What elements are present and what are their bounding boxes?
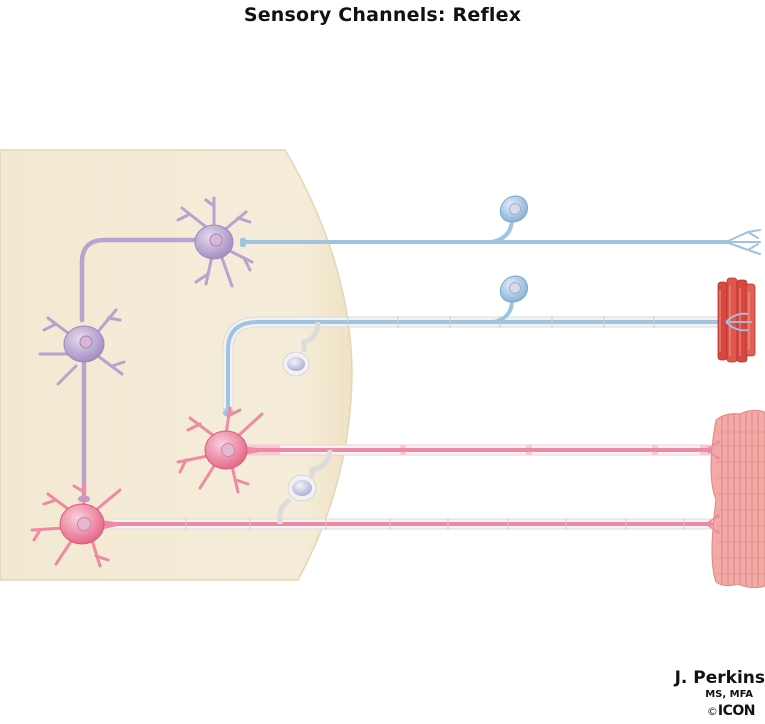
page-title: Sensory Channels: Reflex <box>243 4 522 26</box>
copyright-line: ©ICON <box>645 703 756 719</box>
icon-logo: ICON <box>717 703 756 719</box>
myelinated-sensory-axon <box>222 316 728 414</box>
interneuron-middle <box>38 308 126 386</box>
interneuron-axon <box>79 237 203 323</box>
free-nerve-ending <box>725 229 761 255</box>
sensory-ganglion-cell-top <box>500 195 528 223</box>
artist-degrees: MS, MFA <box>705 689 753 700</box>
motor-neuron-lower <box>30 482 128 568</box>
myelinated-motor-axon-lower <box>100 518 716 530</box>
skeletal-muscle <box>705 409 765 589</box>
sensory-ganglion-stem-mid <box>493 299 514 324</box>
copyright-symbol: © <box>706 705 718 718</box>
artist-credit: J. Perkins MS, MFA ©ICON <box>645 668 765 719</box>
schwann-cell-lower <box>277 449 333 524</box>
neuromuscular-junction <box>705 441 719 533</box>
artist-name: J. Perkins <box>674 668 765 688</box>
muscle-spindle <box>717 277 756 363</box>
sensory-ganglion-cell-mid <box>500 275 528 303</box>
motor-neuron-upper <box>176 406 270 494</box>
spinal-cord-region <box>0 149 353 581</box>
schwann-cell-upper <box>282 321 321 377</box>
interneuron-upper <box>176 196 254 288</box>
